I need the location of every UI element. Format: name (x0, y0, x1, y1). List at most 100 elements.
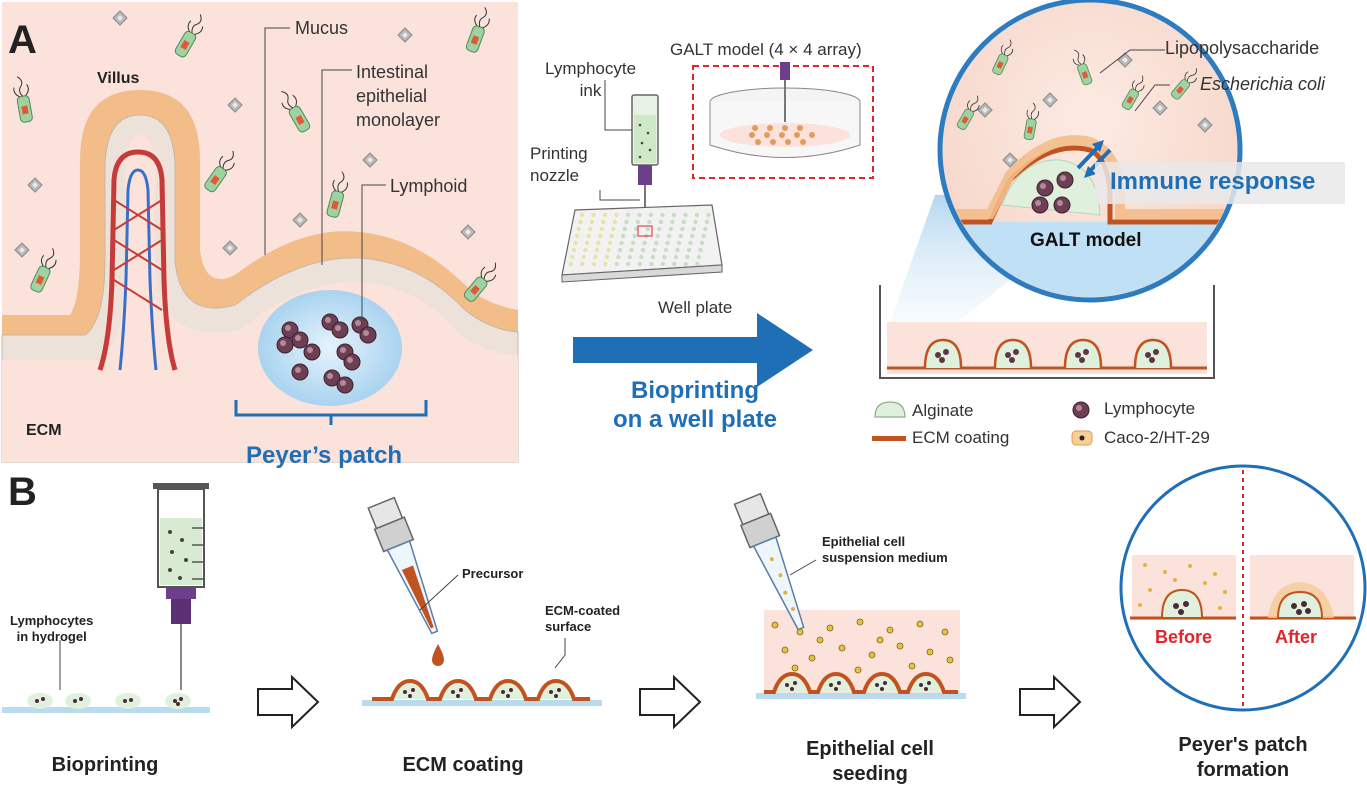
step-epithelial-seeding: Epithelial cell seeding (806, 738, 934, 785)
well-dot (586, 233, 591, 239)
lymphoid-label: Lymphoid (390, 176, 468, 196)
well-dot (660, 261, 665, 267)
well-plate-label: Well plate (658, 298, 733, 317)
well-dot (703, 226, 708, 232)
well-dot (602, 212, 608, 218)
substrate-2 (362, 700, 602, 706)
well-dot (617, 247, 623, 253)
after-label: After (1275, 627, 1318, 647)
lymph-vessel (118, 168, 158, 371)
epithelial-cell (926, 648, 934, 656)
step-ecm-coating: ECM coating (402, 754, 524, 776)
well-dot (665, 240, 670, 246)
well-dot (596, 240, 601, 246)
immune-response-label: Immune response (1110, 168, 1316, 195)
seeded-domes (764, 671, 958, 694)
culture-well-schematic (879, 285, 1215, 379)
well-dot (688, 240, 693, 246)
well-dot (576, 226, 581, 232)
lymphocyte-icon (1072, 401, 1090, 419)
well-dot (686, 247, 692, 253)
mucus-label: Mucus (295, 18, 349, 38)
ecm-coated-surface-label: ECM-coated surface (545, 603, 621, 634)
well-dot (645, 226, 650, 232)
epithelial-cell (896, 642, 904, 650)
well-dot (603, 261, 608, 267)
well-dot (635, 219, 641, 225)
well-dot (593, 254, 598, 260)
ecm-label: ECM (26, 422, 62, 439)
hydrogel-dots (27, 693, 191, 709)
well-dot (619, 240, 624, 246)
epithelial-cell (886, 626, 894, 634)
step-peyers-patch-formation: Peyer's patch formation (1178, 734, 1308, 781)
well-dot (607, 240, 613, 246)
well-grid (568, 212, 711, 267)
galt-array-label: GALT model (4 × 4 array) (670, 40, 862, 59)
epithelial-cell (826, 624, 834, 632)
well-dot (568, 261, 573, 267)
epithelial-cell (868, 651, 876, 659)
well-dot (624, 219, 629, 225)
well-dot (612, 219, 618, 225)
well-dot (580, 261, 585, 267)
well-dot (657, 226, 662, 232)
well-dot (637, 261, 642, 267)
well-dot (650, 254, 656, 260)
bioprinter-syringe-icon (153, 483, 209, 690)
well-dot (652, 247, 657, 253)
well-dot (690, 233, 695, 239)
well-dot (622, 226, 627, 232)
petri-dish-icon (709, 62, 861, 158)
pipette-icon-1 (367, 496, 439, 635)
epithelial-cell (771, 621, 779, 629)
well-dot (571, 247, 577, 253)
well-dot (581, 254, 587, 260)
step-arrow-2 (639, 674, 702, 730)
well-dot (691, 226, 696, 232)
ecm-coated-domes (372, 678, 590, 701)
well-dot (625, 212, 631, 218)
well-dot (616, 254, 621, 260)
well-dot (681, 219, 687, 225)
well-dot (653, 240, 659, 246)
well-dot (701, 233, 706, 239)
before-after-circle (1119, 464, 1367, 712)
well-dot (667, 233, 672, 239)
well-dot (699, 240, 705, 246)
lymphocyte-ink-label: Lymphocyte ink (545, 59, 637, 100)
well-dot (606, 247, 611, 253)
well-dot (683, 261, 688, 267)
well-dot (647, 219, 652, 225)
well-dot (662, 254, 667, 260)
well-dot (573, 240, 578, 246)
well-dot (658, 219, 664, 225)
well-dot (589, 219, 595, 225)
well-dot (630, 240, 636, 246)
well-dot (668, 226, 673, 232)
well-dot (594, 247, 600, 253)
bioprinting-arrow (573, 313, 813, 387)
well-dot (611, 226, 616, 232)
blood-vessel (97, 149, 178, 371)
well-dot (655, 233, 660, 239)
well-dot (695, 261, 700, 267)
panel-a-letter: A (8, 18, 37, 62)
step-bioprinting: Bioprinting (51, 754, 159, 776)
well-dot (632, 233, 637, 239)
well-dot (704, 219, 710, 225)
bioprinting-caption: Bioprinting on a well plate (612, 377, 778, 433)
galt-model-label: GALT model (1030, 230, 1142, 251)
well-dot (663, 247, 669, 253)
well-dot (591, 261, 596, 267)
step-arrow-1 (257, 674, 320, 730)
epithelial-suspension-label: Epithelial cell suspension medium (822, 534, 948, 565)
well-dot (599, 226, 604, 232)
after-scene (1250, 555, 1356, 620)
epithelial-cell (816, 636, 824, 644)
well-dot (626, 261, 631, 267)
well-dot (575, 233, 580, 239)
well-dot (639, 254, 644, 260)
immune-response-banner (1095, 162, 1345, 204)
